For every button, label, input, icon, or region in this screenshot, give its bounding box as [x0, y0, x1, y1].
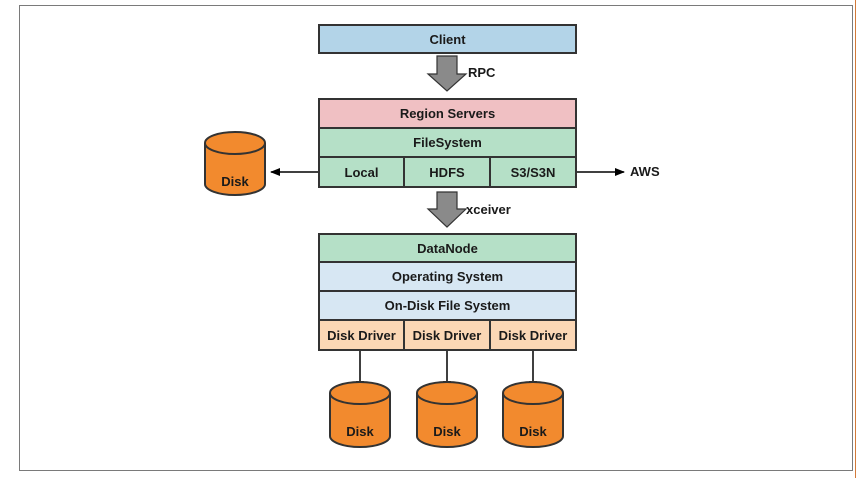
disk-driver-1-box: Disk Driver — [318, 319, 405, 351]
client-label: Client — [429, 31, 466, 47]
on-disk-fs-box: On-Disk File System — [318, 290, 577, 321]
client-box: Client — [318, 24, 577, 54]
disk-3-icon — [502, 381, 564, 448]
xceiver-label: xceiver — [466, 202, 511, 217]
filesystem-box: FileSystem — [318, 127, 577, 158]
xceiver-arrow-icon — [426, 191, 468, 228]
disk-1-icon — [329, 381, 391, 448]
rpc-arrow-icon — [426, 55, 468, 92]
disk-driver-1-label: Disk Driver — [327, 327, 396, 343]
disk-left-icon — [204, 131, 266, 196]
fs-s3-box: S3/S3N — [489, 156, 577, 188]
fs-local-label: Local — [344, 164, 379, 180]
aws-label: AWS — [630, 164, 660, 179]
disk-3-label: Disk — [519, 424, 547, 439]
fs-hdfs-label: HDFS — [429, 164, 465, 180]
page-edge-rule — [855, 0, 856, 478]
disk-2-label: Disk — [433, 424, 461, 439]
disk-driver-3-label: Disk Driver — [498, 327, 568, 343]
region-servers-box: Region Servers — [318, 98, 577, 129]
disk-driver-3-box: Disk Driver — [489, 319, 577, 351]
fs-hdfs-box: HDFS — [403, 156, 491, 188]
fs-local-box: Local — [318, 156, 405, 188]
filesystem-label: FileSystem — [413, 135, 482, 150]
figure-frame — [19, 5, 853, 471]
on-disk-fs-label: On-Disk File System — [384, 298, 511, 313]
disk-driver-2-box: Disk Driver — [403, 319, 491, 351]
disk-1-label: Disk — [346, 424, 374, 439]
datanode-box: DataNode — [318, 233, 577, 263]
disk-driver-2-label: Disk Driver — [412, 327, 482, 343]
fs-s3-label: S3/S3N — [510, 164, 556, 180]
operating-system-box: Operating System — [318, 261, 577, 292]
disk-left-label: Disk — [221, 174, 249, 189]
operating-system-label: Operating System — [391, 269, 504, 284]
disk-2-icon — [416, 381, 478, 448]
region-servers-label: Region Servers — [399, 106, 496, 121]
rpc-label: RPC — [468, 65, 496, 80]
datanode-label: DataNode — [417, 240, 478, 256]
